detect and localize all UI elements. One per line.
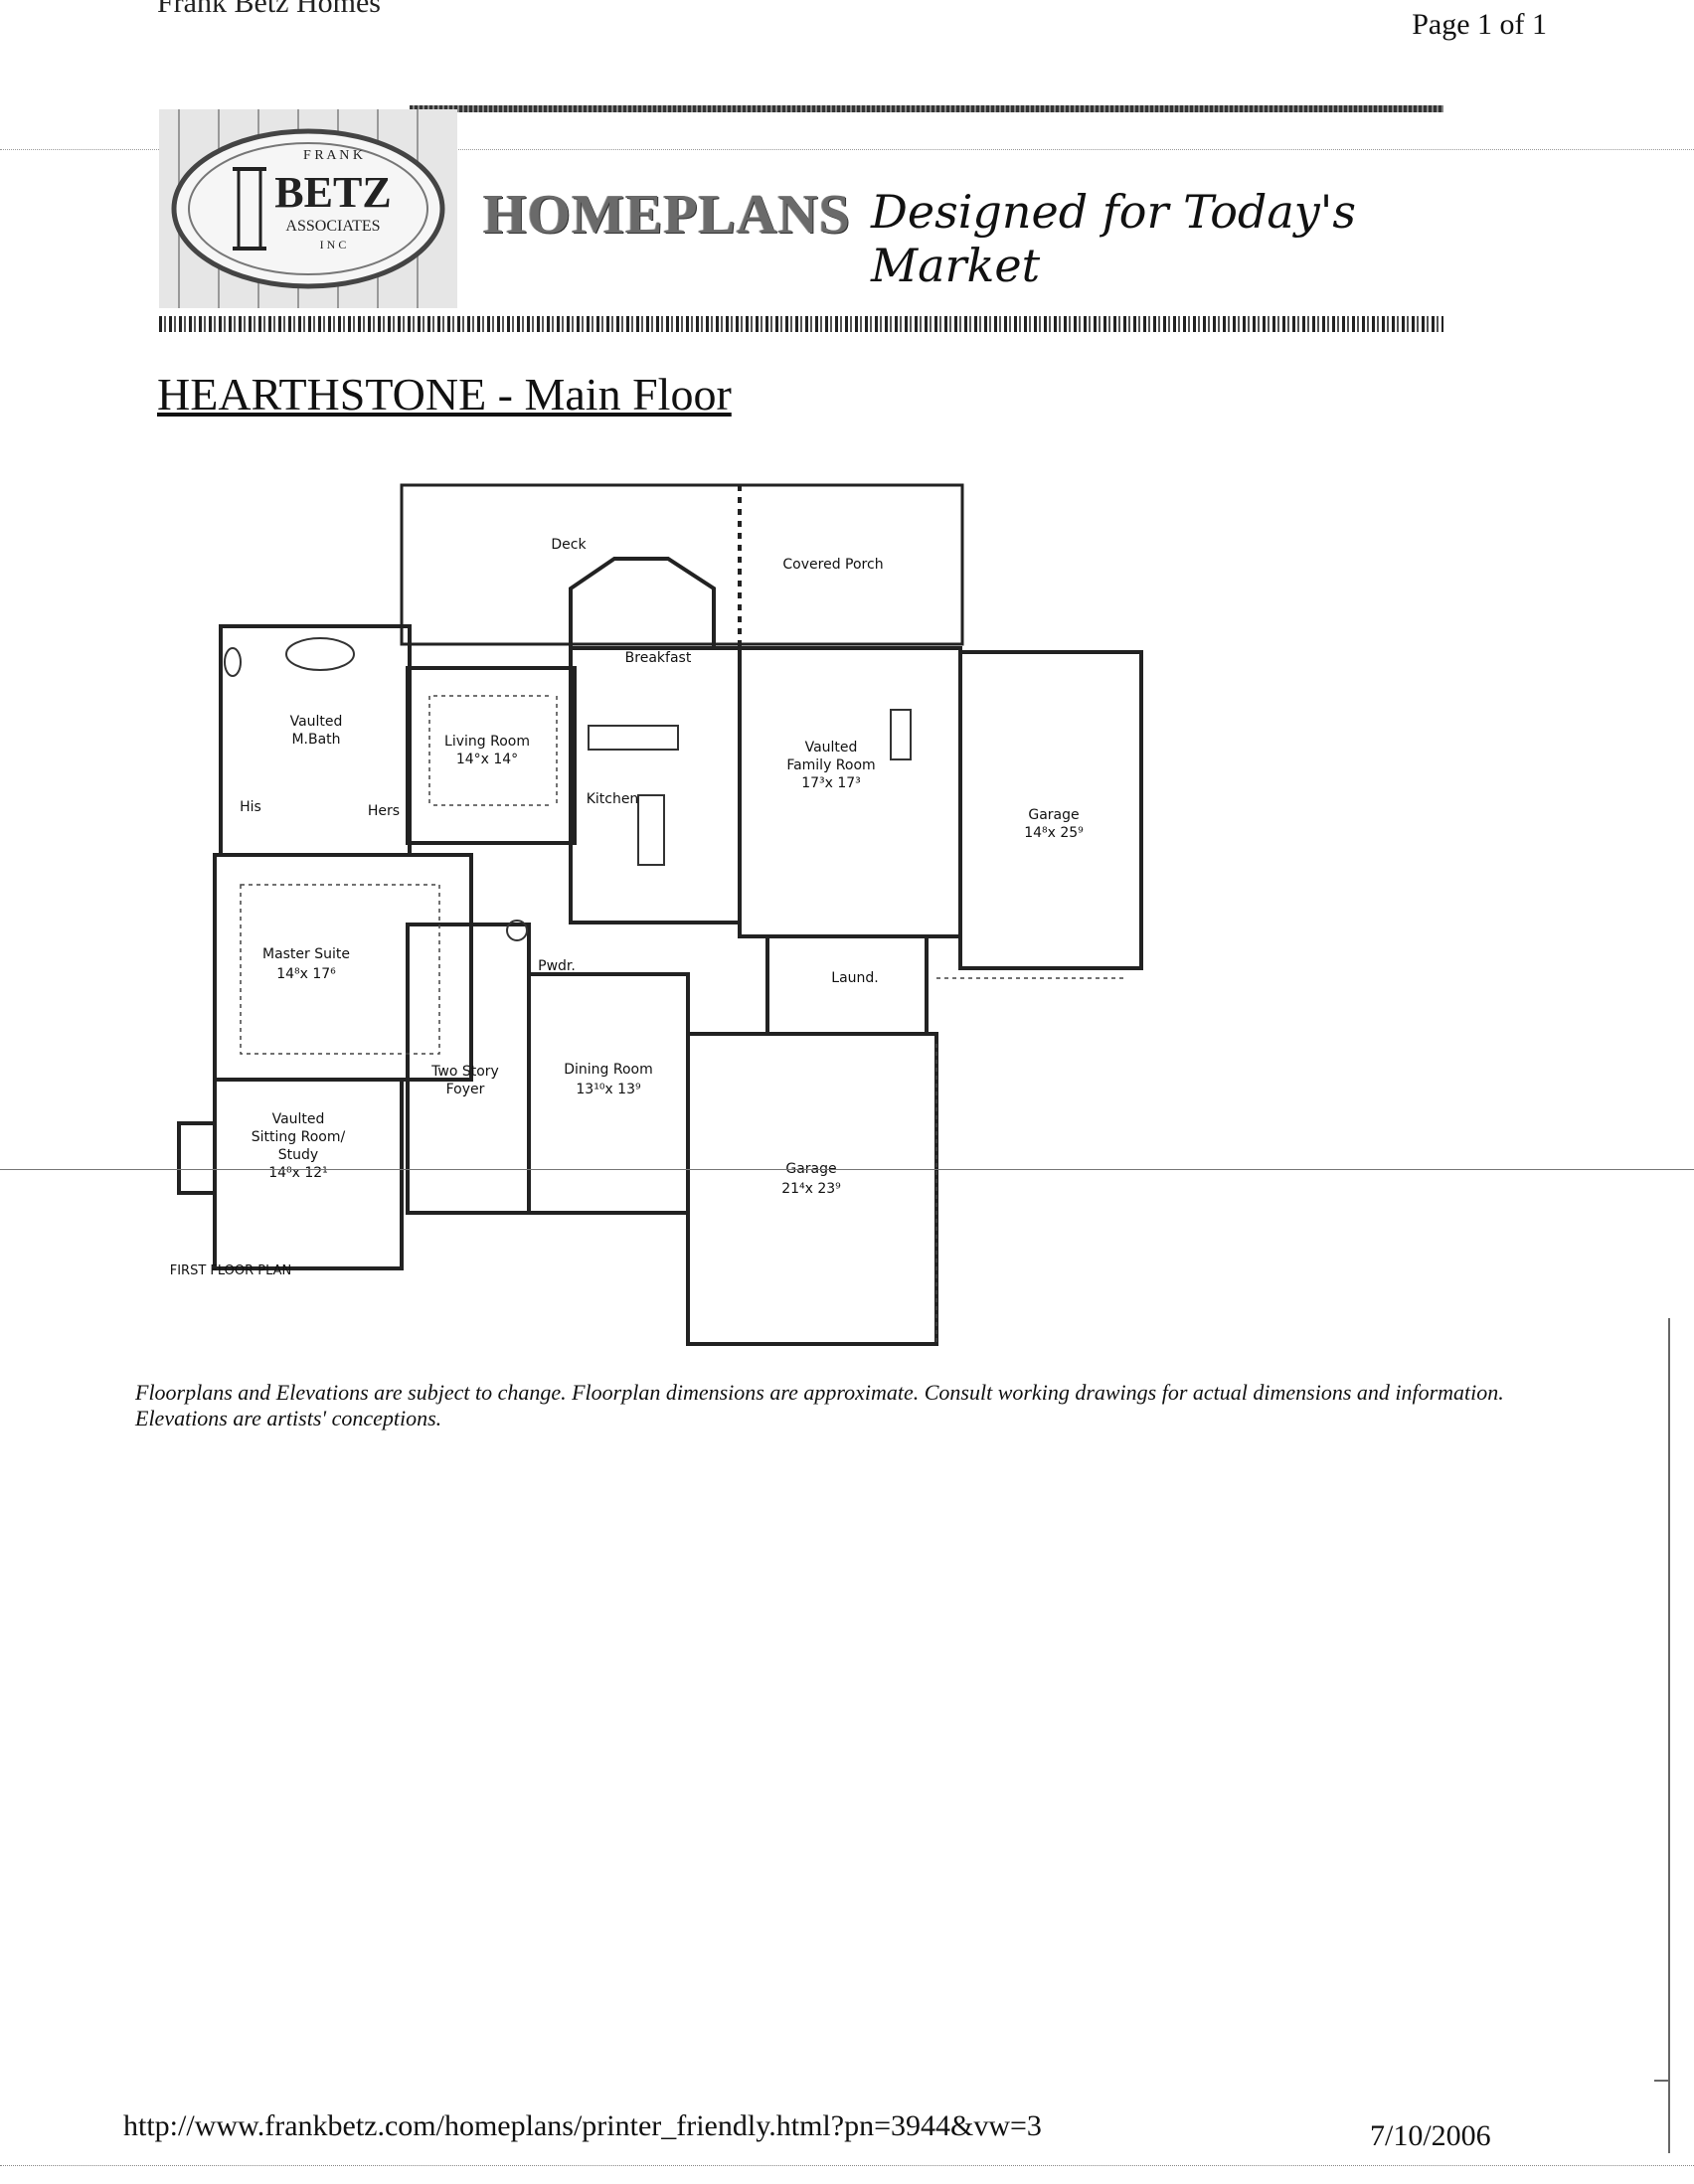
footer-url: http://www.frankbetz.com/homeplans/print… xyxy=(123,2109,1042,2142)
plan-caption: FIRST FLOOR PLAN xyxy=(171,1263,291,1278)
svg-text:F R A N K: F R A N K xyxy=(303,148,363,163)
banner-top-rule xyxy=(410,105,1443,112)
room-master-suite: Master Suite xyxy=(262,946,350,962)
banner-bottom-rule xyxy=(159,316,1443,332)
room-garage-big-dim: 21⁴x 23⁹ xyxy=(781,1181,841,1197)
room-foyer-line1: Two Story xyxy=(430,1064,499,1080)
room-powder: Pwdr. xyxy=(538,958,576,974)
room-family-line1: Vaulted xyxy=(805,740,858,756)
homeplans-banner: F R A N K BETZ ASSOCIATES I N C HOMEPLAN… xyxy=(149,95,1451,344)
first-floor-plan: Deck Covered Porch Breakfast Vaulted M.B… xyxy=(171,483,1143,1346)
scan-edge xyxy=(1668,1318,1670,2153)
page-title: HEARTHSTONE - Main Floor xyxy=(157,369,732,420)
disclaimer-text: Floorplans and Elevations are subject to… xyxy=(135,1380,1504,1430)
room-garage-small: Garage xyxy=(1028,807,1079,823)
scan-line xyxy=(0,1169,1694,1170)
room-breakfast: Breakfast xyxy=(625,650,692,666)
frank-betz-seal-logo: F R A N K BETZ ASSOCIATES I N C xyxy=(159,109,457,308)
room-dining: Dining Room xyxy=(564,1062,653,1078)
room-sitting-line1: Vaulted xyxy=(272,1111,325,1127)
room-hers-closet: Hers xyxy=(368,803,400,819)
svg-text:I N C: I N C xyxy=(320,238,347,252)
room-family-dim: 17³x 17³ xyxy=(801,775,861,791)
scan-line xyxy=(0,149,1694,150)
svg-text:BETZ: BETZ xyxy=(274,168,391,217)
scan-line xyxy=(0,2165,1694,2166)
room-covered-porch: Covered Porch xyxy=(782,557,883,573)
room-master-dim: 14⁸x 17⁶ xyxy=(276,966,336,982)
room-living: Living Room xyxy=(444,734,530,750)
room-sitting-line3: Study xyxy=(278,1147,318,1163)
room-mbath-line1: Vaulted xyxy=(290,714,343,730)
homeplans-wordmark: HOMEPLANS xyxy=(483,184,851,246)
room-sitting-dim: 14⁸x 12¹ xyxy=(268,1165,328,1181)
room-foyer-line2: Foyer xyxy=(446,1082,485,1097)
room-family-line2: Family Room xyxy=(786,757,875,773)
room-deck: Deck xyxy=(551,537,587,553)
room-mbath-line2: M.Bath xyxy=(291,732,340,748)
room-dining-dim: 13¹⁰x 13⁹ xyxy=(576,1082,641,1097)
room-laundry: Laund. xyxy=(831,970,878,986)
room-living-dim: 14°x 14° xyxy=(456,752,518,767)
scan-edge-tick xyxy=(1654,2080,1670,2082)
page-label: Page 1 of 1 xyxy=(1412,8,1547,41)
room-garage-small-dim: 14⁸x 25⁹ xyxy=(1024,825,1084,841)
room-his-closet: His xyxy=(240,799,261,815)
room-sitting-line2: Sitting Room/ xyxy=(252,1129,346,1145)
room-kitchen: Kitchen xyxy=(587,791,639,807)
site-name: Frank Betz Homes xyxy=(157,0,381,19)
footer-date: 7/10/2006 xyxy=(1370,2119,1491,2152)
svg-text:ASSOCIATES: ASSOCIATES xyxy=(285,218,380,235)
tagline: Designed for Today's Market xyxy=(871,185,1357,292)
